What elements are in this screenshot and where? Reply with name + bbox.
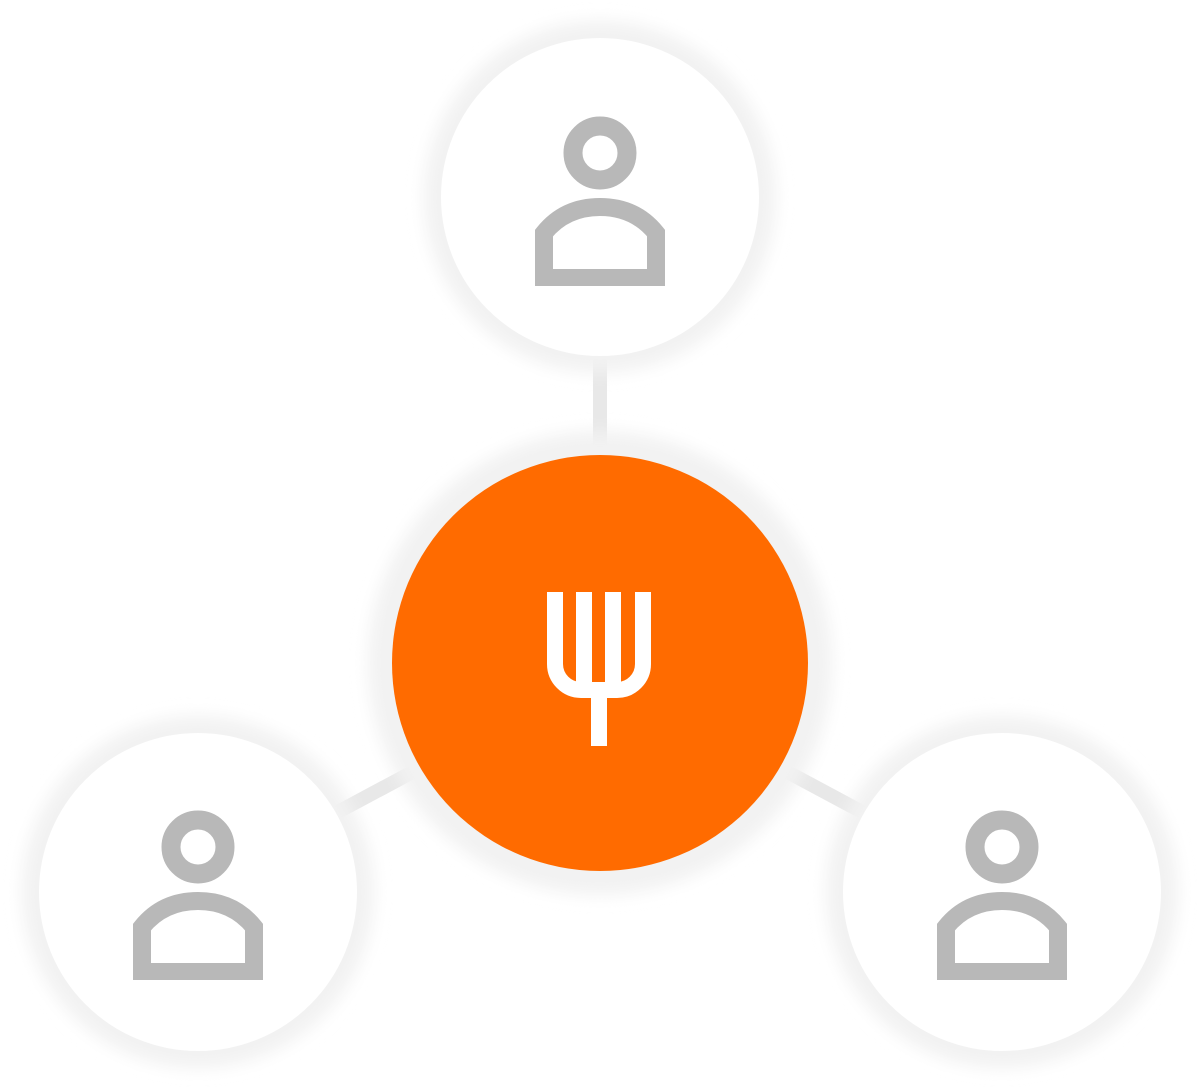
satellite-bottom-left [22,716,374,1068]
satellite-bottom-right [826,716,1178,1068]
hub-node [368,431,832,895]
satellite-top [424,21,776,373]
fork-icon [547,592,651,746]
